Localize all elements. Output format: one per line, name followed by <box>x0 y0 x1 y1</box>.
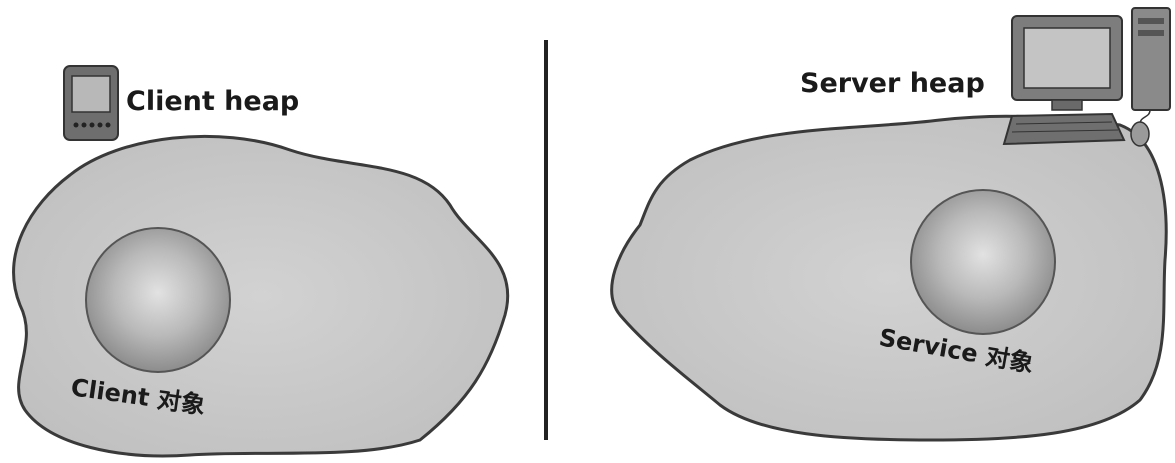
service-object <box>911 190 1055 334</box>
client-heap-panel: Client 对象 Client heap <box>14 66 508 456</box>
server-heap-panel: Service 对象 Server heap <box>612 8 1170 440</box>
client-object <box>86 228 230 372</box>
desktop-computer-icon <box>1004 8 1170 146</box>
server-heap-blob <box>612 116 1166 440</box>
server-heap-label: Server heap <box>800 68 985 99</box>
handheld-device-icon <box>64 66 118 140</box>
client-heap-label: Client heap <box>126 86 299 117</box>
